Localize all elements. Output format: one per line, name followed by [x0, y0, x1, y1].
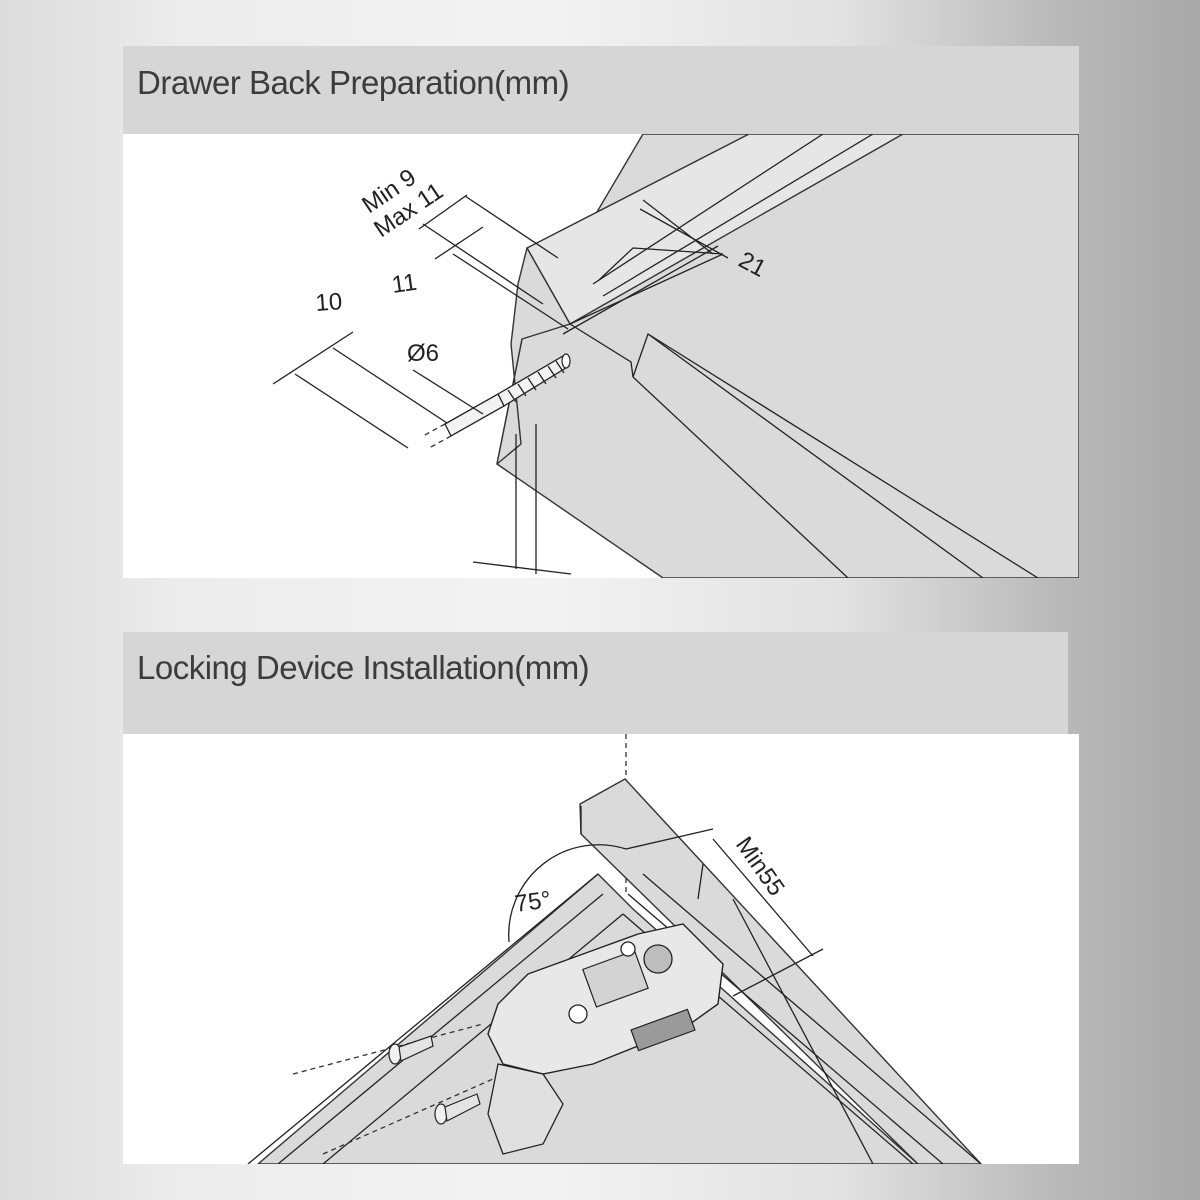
drawer-back-front-face — [496, 247, 571, 465]
locking-device — [487, 923, 724, 1155]
dim-diameter: Ø6 — [407, 340, 439, 367]
panel-header: Locking Device Installation(mm) — [123, 632, 1068, 734]
locking-device-diagram: 75° Min55 — [247, 734, 982, 1164]
drawer-back-drawing: Min 9 Max 11 21 11 10 Ø6 7 — [123, 134, 1079, 578]
dim-11: 11 — [390, 269, 418, 299]
drawer-back-preparation-panel: Drawer Back Preparation(mm) — [123, 46, 1079, 578]
drawer-side-board — [496, 134, 1079, 578]
screws — [292, 1023, 494, 1155]
locking-device-installation-panel: Locking Device Installation(mm) — [123, 632, 1079, 1164]
dimension-lines — [272, 194, 729, 575]
locking-device-drawing: 75° Min55 — [123, 734, 1079, 1164]
drawer-back-diagram: Min 9 Max 11 21 11 10 Ø6 7 — [272, 134, 1079, 578]
dim-angle: 75° — [513, 886, 553, 918]
panel-header: Drawer Back Preparation(mm) — [123, 46, 1079, 134]
drill-bit — [422, 353, 571, 449]
dim-10: 10 — [315, 288, 344, 317]
dim-min55: Min55 — [730, 832, 790, 901]
min55-dimension — [625, 828, 824, 997]
panel-title: Locking Device Installation(mm) — [137, 649, 590, 686]
panel-title: Drawer Back Preparation(mm) — [137, 64, 570, 101]
angle-arc — [508, 844, 627, 943]
